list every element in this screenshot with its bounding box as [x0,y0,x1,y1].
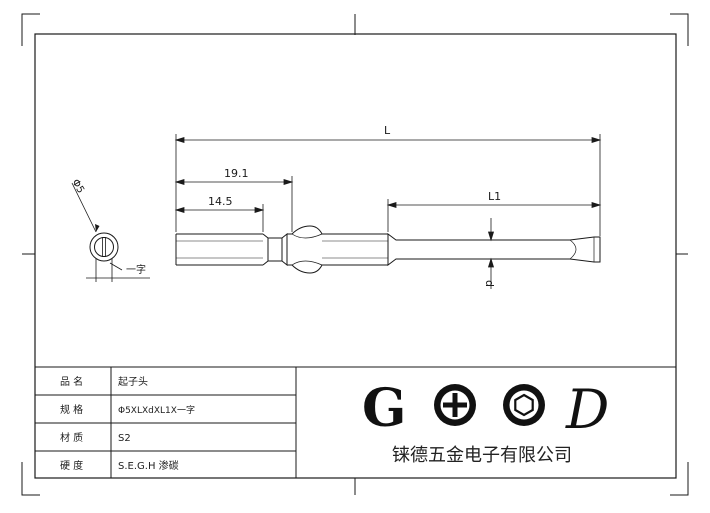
logo-letter-g: G [362,378,406,439]
title-block-labels: 品 名 起子头 规 格 Φ5XLXdXL1X一字 材 质 S2 硬 度 S.E.… [60,375,195,472]
dim-19-1: 19.1 [224,167,249,180]
dim-phi5: Φ5 [69,178,86,196]
brand-logo: G D [362,378,609,441]
hex-socket-icon [503,384,545,426]
row-value-material: S2 [118,433,131,444]
drawing-frame [34,33,677,479]
end-view [71,182,150,282]
row-label-spec: 规 格 [60,403,83,416]
screwdriver-bit [175,225,601,274]
dim-L: L [384,124,391,137]
dim-14-5: 14.5 [208,195,233,208]
dim-d: d [483,280,496,287]
company-name: 铼德五金电子有限公司 [392,445,572,466]
title-block [35,366,676,478]
row-value-name: 起子头 [118,376,148,388]
dimension-lines [174,134,602,289]
row-value-spec: Φ5XLXdXL1X一字 [118,404,195,416]
row-label-material: 材 质 [60,431,83,444]
logo-letter-d: D [565,378,609,441]
row-label-hardness: 硬 度 [60,459,83,472]
corner-marks [21,13,689,496]
slot-label: 一字 [126,263,146,276]
row-label-name: 品 名 [60,375,83,388]
dim-L1: L1 [488,190,501,203]
row-value-hardness: S.E.G.H 渗碳 [118,459,179,472]
phillips-icon [434,384,476,426]
